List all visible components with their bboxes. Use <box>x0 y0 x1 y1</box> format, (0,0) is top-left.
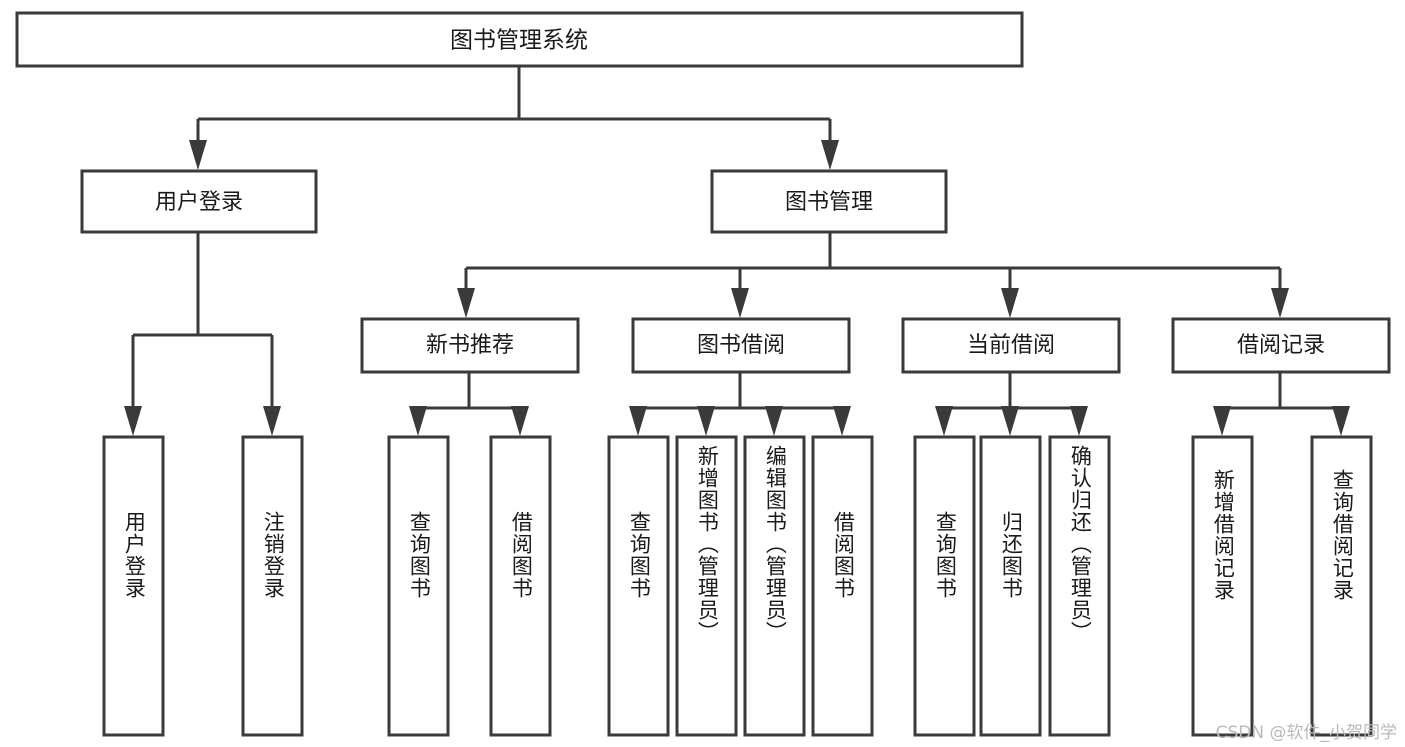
node-borrow-record-label: 借阅记录 <box>1237 333 1325 358</box>
arrow-currentborrow-leaf-3 <box>1070 406 1088 436</box>
arrow-currentborrow-leaf-1 <box>935 406 953 436</box>
node-book-management-box[interactable] <box>710 169 948 234</box>
arrow-userlogin-leaf-2 <box>263 406 281 436</box>
node-book-management-label: 图书管理 <box>785 190 873 215</box>
leaf-box-current-borrow-3[interactable] <box>1048 435 1111 737</box>
node-book-borrow[interactable]: 图书借阅 <box>631 317 851 374</box>
arrow-newbook-leaf-1 <box>409 406 427 436</box>
connectors-currentborrow <box>935 372 1088 436</box>
csdn-watermark: CSDN @软件_小贺同学 <box>1215 723 1397 743</box>
arrow-bookborrow-leaf-1 <box>629 406 647 436</box>
node-root-label: 图书管理系统 <box>450 28 588 54</box>
node-new-book-recommend[interactable]: 新书推荐 <box>360 317 580 374</box>
leaf-box-current-borrow-1[interactable] <box>913 435 976 737</box>
leaf-box-new-book-2[interactable] <box>489 435 552 737</box>
node-book-borrow-box[interactable] <box>631 317 851 374</box>
leaf-box-new-book-1[interactable] <box>387 435 450 737</box>
arrow-userlogin-leaf-1 <box>124 406 142 436</box>
arrow-bookmgmt-child-1 <box>457 288 475 318</box>
connectors-root <box>189 66 839 170</box>
leaf-boxes-book-borrow <box>607 435 874 737</box>
arrow-bookborrow-leaf-2 <box>697 406 715 436</box>
node-root[interactable]: 图书管理系统 <box>15 11 1024 68</box>
arrow-root-to-userlogin <box>189 140 207 170</box>
leaf-box-current-borrow-2[interactable] <box>979 435 1042 737</box>
connectors-bookmgmt <box>457 232 1289 318</box>
node-user-login-label: 用户登录 <box>155 190 243 215</box>
connectors-borrowrecord <box>1213 372 1350 436</box>
leaf-boxes-borrow-record <box>1191 435 1373 737</box>
arrow-borrowrecord-leaf-1 <box>1213 406 1231 436</box>
leaf-box-borrow-record-2[interactable] <box>1310 435 1373 737</box>
arrow-currentborrow-leaf-2 <box>1001 406 1019 436</box>
node-new-book-recommend-label: 新书推荐 <box>426 333 514 358</box>
node-user-login[interactable]: 用户登录 <box>80 169 318 234</box>
node-book-borrow-label: 图书借阅 <box>697 333 785 358</box>
node-book-management[interactable]: 图书管理 <box>710 169 948 234</box>
node-root-box[interactable] <box>15 11 1024 68</box>
arrow-root-to-bookmgmt <box>821 140 839 170</box>
leaf-box-book-borrow-4[interactable] <box>811 435 874 737</box>
leaf-box-user-login-1[interactable] <box>102 435 165 737</box>
leaf-boxes-user-login <box>102 435 304 737</box>
leaf-box-user-login-2[interactable] <box>241 435 304 737</box>
leaf-box-book-borrow-1[interactable] <box>607 435 670 737</box>
arrow-newbook-leaf-2 <box>511 406 529 436</box>
node-current-borrow-box[interactable] <box>901 317 1121 374</box>
arrow-bookmgmt-child-2 <box>731 288 749 318</box>
leaf-box-book-borrow-3[interactable] <box>743 435 806 737</box>
leaf-boxes-new-book <box>387 435 552 737</box>
arrow-bookborrow-leaf-4 <box>833 406 851 436</box>
arrow-bookmgmt-child-4 <box>1271 288 1289 318</box>
node-borrow-record-box[interactable] <box>1171 317 1391 374</box>
leaf-box-borrow-record-1[interactable] <box>1191 435 1254 737</box>
connectors-userlogin <box>124 232 281 436</box>
node-current-borrow[interactable]: 当前借阅 <box>901 317 1121 374</box>
node-user-login-box[interactable] <box>80 169 318 234</box>
leaf-boxes-current-borrow <box>913 435 1111 737</box>
node-new-book-recommend-box[interactable] <box>360 317 580 374</box>
node-current-borrow-label: 当前借阅 <box>967 333 1055 358</box>
arrow-bookborrow-leaf-3 <box>765 406 783 436</box>
connectors-bookborrow <box>629 372 851 436</box>
arrow-bookmgmt-child-3 <box>1001 288 1019 318</box>
node-borrow-record[interactable]: 借阅记录 <box>1171 317 1391 374</box>
leaf-box-book-borrow-2[interactable] <box>675 435 738 737</box>
connectors-newbook <box>409 372 529 436</box>
arrow-borrowrecord-leaf-2 <box>1332 406 1350 436</box>
